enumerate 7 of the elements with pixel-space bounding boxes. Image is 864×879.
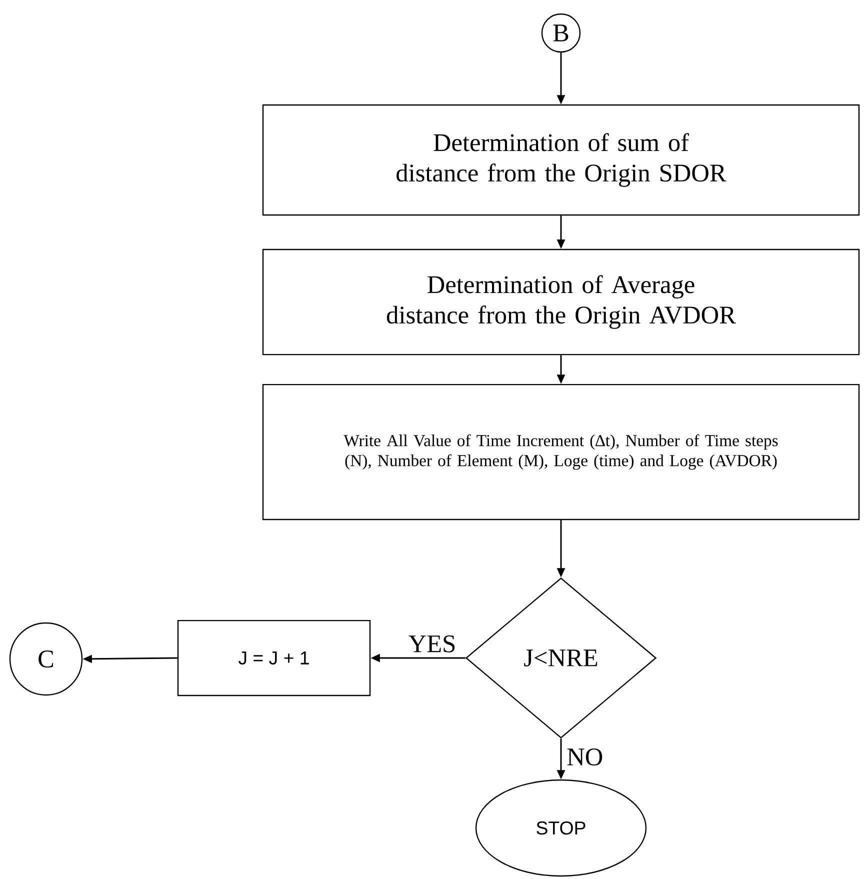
process-box: Write All Value of Time Increment (∆t), Number of Time steps (N), Number of Element (M), Loge (time) and Loge (AVDOR) <box>262 384 860 520</box>
terminal-oval: STOP <box>475 779 647 877</box>
process-box: J = J + 1 <box>177 620 371 696</box>
edge-label: NO <box>565 747 605 767</box>
edge-label: YES <box>406 634 458 654</box>
process-box: Determination of sum of distance from the Origin SDOR <box>262 104 860 216</box>
process-box: Determination of Average distance from the Origin AVDOR <box>262 248 860 356</box>
